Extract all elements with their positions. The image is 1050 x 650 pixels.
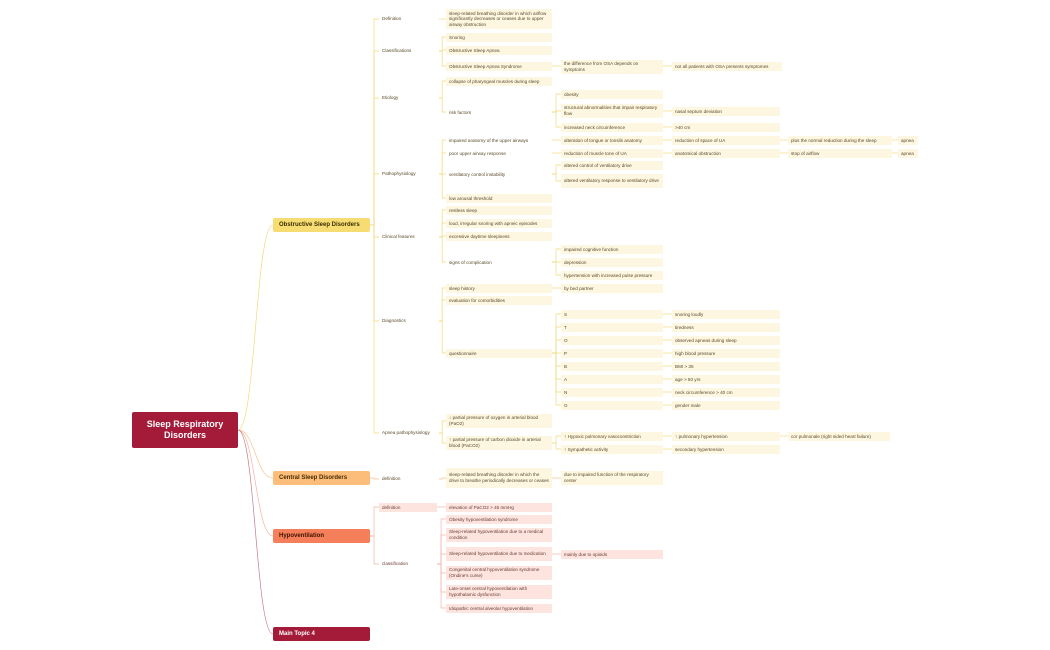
- definition-text[interactable]: sleep-related breathing disorder in whic…: [446, 9, 552, 29]
- risk-obesity[interactable]: obesity: [561, 90, 663, 99]
- risk-septum[interactable]: nasal septum deviation: [672, 107, 780, 116]
- stopbang-meaning-t[interactable]: tiredness: [672, 323, 780, 332]
- csd-due-to[interactable]: due to impaired function of the respirat…: [561, 471, 663, 485]
- topic-obstructive-sleep-disorders[interactable]: Obstructive Sleep Disorders: [273, 218, 370, 232]
- patho-apnea-1[interactable]: apnea: [898, 136, 918, 145]
- patho-reduction-tone[interactable]: reduction of muscle tone of UA: [561, 149, 663, 158]
- subtopic-pathophysiology[interactable]: Pathophysiology: [382, 171, 416, 177]
- stopbang-letter-o[interactable]: O: [561, 336, 663, 345]
- class-snoring[interactable]: Snoring: [446, 33, 552, 42]
- hypo-opioids[interactable]: mainly due to opioids: [561, 550, 663, 559]
- hypo-item-late-onset[interactable]: Late-onset central hypoventilation with …: [446, 585, 552, 599]
- apnea-secondary-htn[interactable]: secondary hypertension: [672, 445, 780, 454]
- patho-instability[interactable]: ventilatory control instability: [449, 171, 506, 177]
- clinical-daytime[interactable]: excessive daytime sleepiness: [446, 232, 552, 241]
- clinical-signs[interactable]: signs of complication: [449, 259, 492, 265]
- root-topic[interactable]: Sleep Respiratory Disorders: [132, 412, 238, 448]
- diag-sleep-history[interactable]: sleep history: [446, 284, 552, 293]
- diag-bed-partner[interactable]: by bed partner: [561, 284, 663, 293]
- hypo-classification-label[interactable]: classification: [382, 561, 409, 567]
- apnea-sympathetic[interactable]: ↑ Sympathetic activity: [561, 445, 663, 454]
- patho-anatomical-obstruction[interactable]: anatomical obstruction: [672, 149, 780, 158]
- topic-central-sleep-disorders[interactable]: Central Sleep Disorders: [273, 471, 370, 485]
- class-osas-note[interactable]: not all patients with OSA presents sympt…: [672, 62, 782, 71]
- hypo-item-medication[interactable]: Sleep-related hypoventilation due to med…: [446, 547, 552, 561]
- subtopic-classifications[interactable]: Classifications: [382, 48, 412, 54]
- patho-alteration[interactable]: alteration of tongue or tonsils anatomy: [561, 136, 663, 145]
- hypo-item-obesity[interactable]: Obesity hypoventilation syndrome: [446, 515, 552, 524]
- patho-low-arousal[interactable]: low arousal threshold: [446, 194, 552, 203]
- subtopic-apnea-pathophysiology[interactable]: Apnea pathophysiology: [382, 430, 430, 436]
- patho-reduction-space[interactable]: reduction of space of UA: [672, 136, 780, 145]
- class-osas-difference[interactable]: the difference from OSA depends on sympt…: [561, 60, 663, 74]
- apnea-cor-pulmonale[interactable]: cor pulmonale (right sided heart failure…: [788, 432, 890, 441]
- topic-main-topic-4[interactable]: Main Topic 4: [273, 627, 370, 641]
- stopbang-meaning-o[interactable]: observed apneas during sleep: [672, 336, 780, 345]
- risk-neck-value[interactable]: >40 cm: [672, 123, 780, 132]
- stopbang-meaning-b[interactable]: BMI > 35: [672, 362, 780, 371]
- patho-stop-airflow[interactable]: stop of airflow: [788, 149, 892, 158]
- patho-apnea-2[interactable]: apnea: [898, 149, 918, 158]
- apnea-hpv[interactable]: ↑ Hypoxic pulmonary vasoconstriction: [561, 432, 663, 441]
- stopbang-meaning-g[interactable]: gender male: [672, 401, 780, 410]
- apnea-paco2[interactable]: ↑ partial pressure of carbon dioxide in …: [446, 436, 552, 450]
- etiology-risk-factors[interactable]: risk factors: [449, 109, 472, 115]
- class-osa[interactable]: Obstructive Sleep Apnea: [446, 46, 552, 55]
- stopbang-meaning-p[interactable]: high blood pressure: [672, 349, 780, 358]
- stopbang-letter-g[interactable]: G: [561, 401, 663, 410]
- patho-altered-response[interactable]: altered ventilatory response to ventilat…: [561, 174, 663, 188]
- clinical-restless[interactable]: restless sleep: [446, 206, 552, 215]
- subtopic-clinical-features[interactable]: Clinical features: [382, 234, 415, 240]
- csd-definition-label[interactable]: definition: [382, 476, 401, 482]
- apnea-pulm-htn[interactable]: ↑ pulmonary hypertension: [672, 432, 780, 441]
- clinical-loud-snoring[interactable]: loud, irregular snoring with apneic epis…: [446, 219, 552, 228]
- stopbang-letter-a[interactable]: A: [561, 375, 663, 384]
- patho-poor-response[interactable]: poor upper airway response: [449, 150, 506, 156]
- clinical-hypertension[interactable]: hypertension with increased pulse pressu…: [561, 271, 663, 280]
- diag-questionnaire[interactable]: questionnaire: [446, 349, 552, 358]
- hypo-definition-text[interactable]: elevation of PaCO2 > 45 mmHg: [446, 503, 552, 512]
- subtopic-etiology[interactable]: Etiology: [382, 95, 399, 101]
- subtopic-definition[interactable]: Definition: [382, 16, 402, 22]
- stopbang-meaning-s[interactable]: snoring loudly: [672, 310, 780, 319]
- patho-impaired-anatomy[interactable]: impaired anatomy of the upper airways: [449, 137, 529, 143]
- patho-plus-normal[interactable]: plus the normal reduction during the sle…: [788, 136, 892, 145]
- clinical-cognitive[interactable]: impaired cognitive function: [561, 245, 663, 254]
- apnea-pao2[interactable]: ↓ partial pressure of oxygen in arterial…: [446, 414, 552, 428]
- etiology-collapse[interactable]: collapse of pharyngeal muscles during sl…: [446, 77, 552, 86]
- csd-definition-text[interactable]: sleep-related breathing disorder in whic…: [446, 468, 552, 488]
- diag-comorbidities[interactable]: evaluation for comorbidities: [446, 296, 552, 305]
- stopbang-letter-b[interactable]: B: [561, 362, 663, 371]
- hypo-item-idiopathic[interactable]: Idiopathic central alveolar hypoventilat…: [446, 604, 552, 613]
- hypo-item-congenital[interactable]: Congenital central hypoventilation syndr…: [446, 566, 552, 580]
- risk-structural[interactable]: structural abnormalities that impair res…: [561, 104, 663, 118]
- stopbang-meaning-n[interactable]: neck circumference > 40 cm: [672, 388, 780, 397]
- clinical-depression[interactable]: depression: [561, 258, 663, 267]
- hypo-item-medical[interactable]: Sleep-related hypoventilation due to a m…: [446, 528, 552, 542]
- stopbang-letter-s[interactable]: S: [561, 310, 663, 319]
- patho-altered-control[interactable]: altered control of ventilatory drive: [561, 161, 663, 170]
- hypo-definition-label[interactable]: definition: [379, 503, 437, 512]
- stopbang-meaning-a[interactable]: age > 50 yrs: [672, 375, 780, 384]
- stopbang-letter-t[interactable]: T: [561, 323, 663, 332]
- risk-neck[interactable]: increased neck circumference: [561, 123, 663, 132]
- stopbang-letter-n[interactable]: N: [561, 388, 663, 397]
- subtopic-diagnostics[interactable]: Diagnostics: [382, 318, 406, 324]
- topic-hypoventilation[interactable]: Hypoventilation: [273, 529, 370, 543]
- class-osas[interactable]: Obstructive Sleep Apnea Syndrome: [446, 62, 552, 71]
- stopbang-letter-p[interactable]: P: [561, 349, 663, 358]
